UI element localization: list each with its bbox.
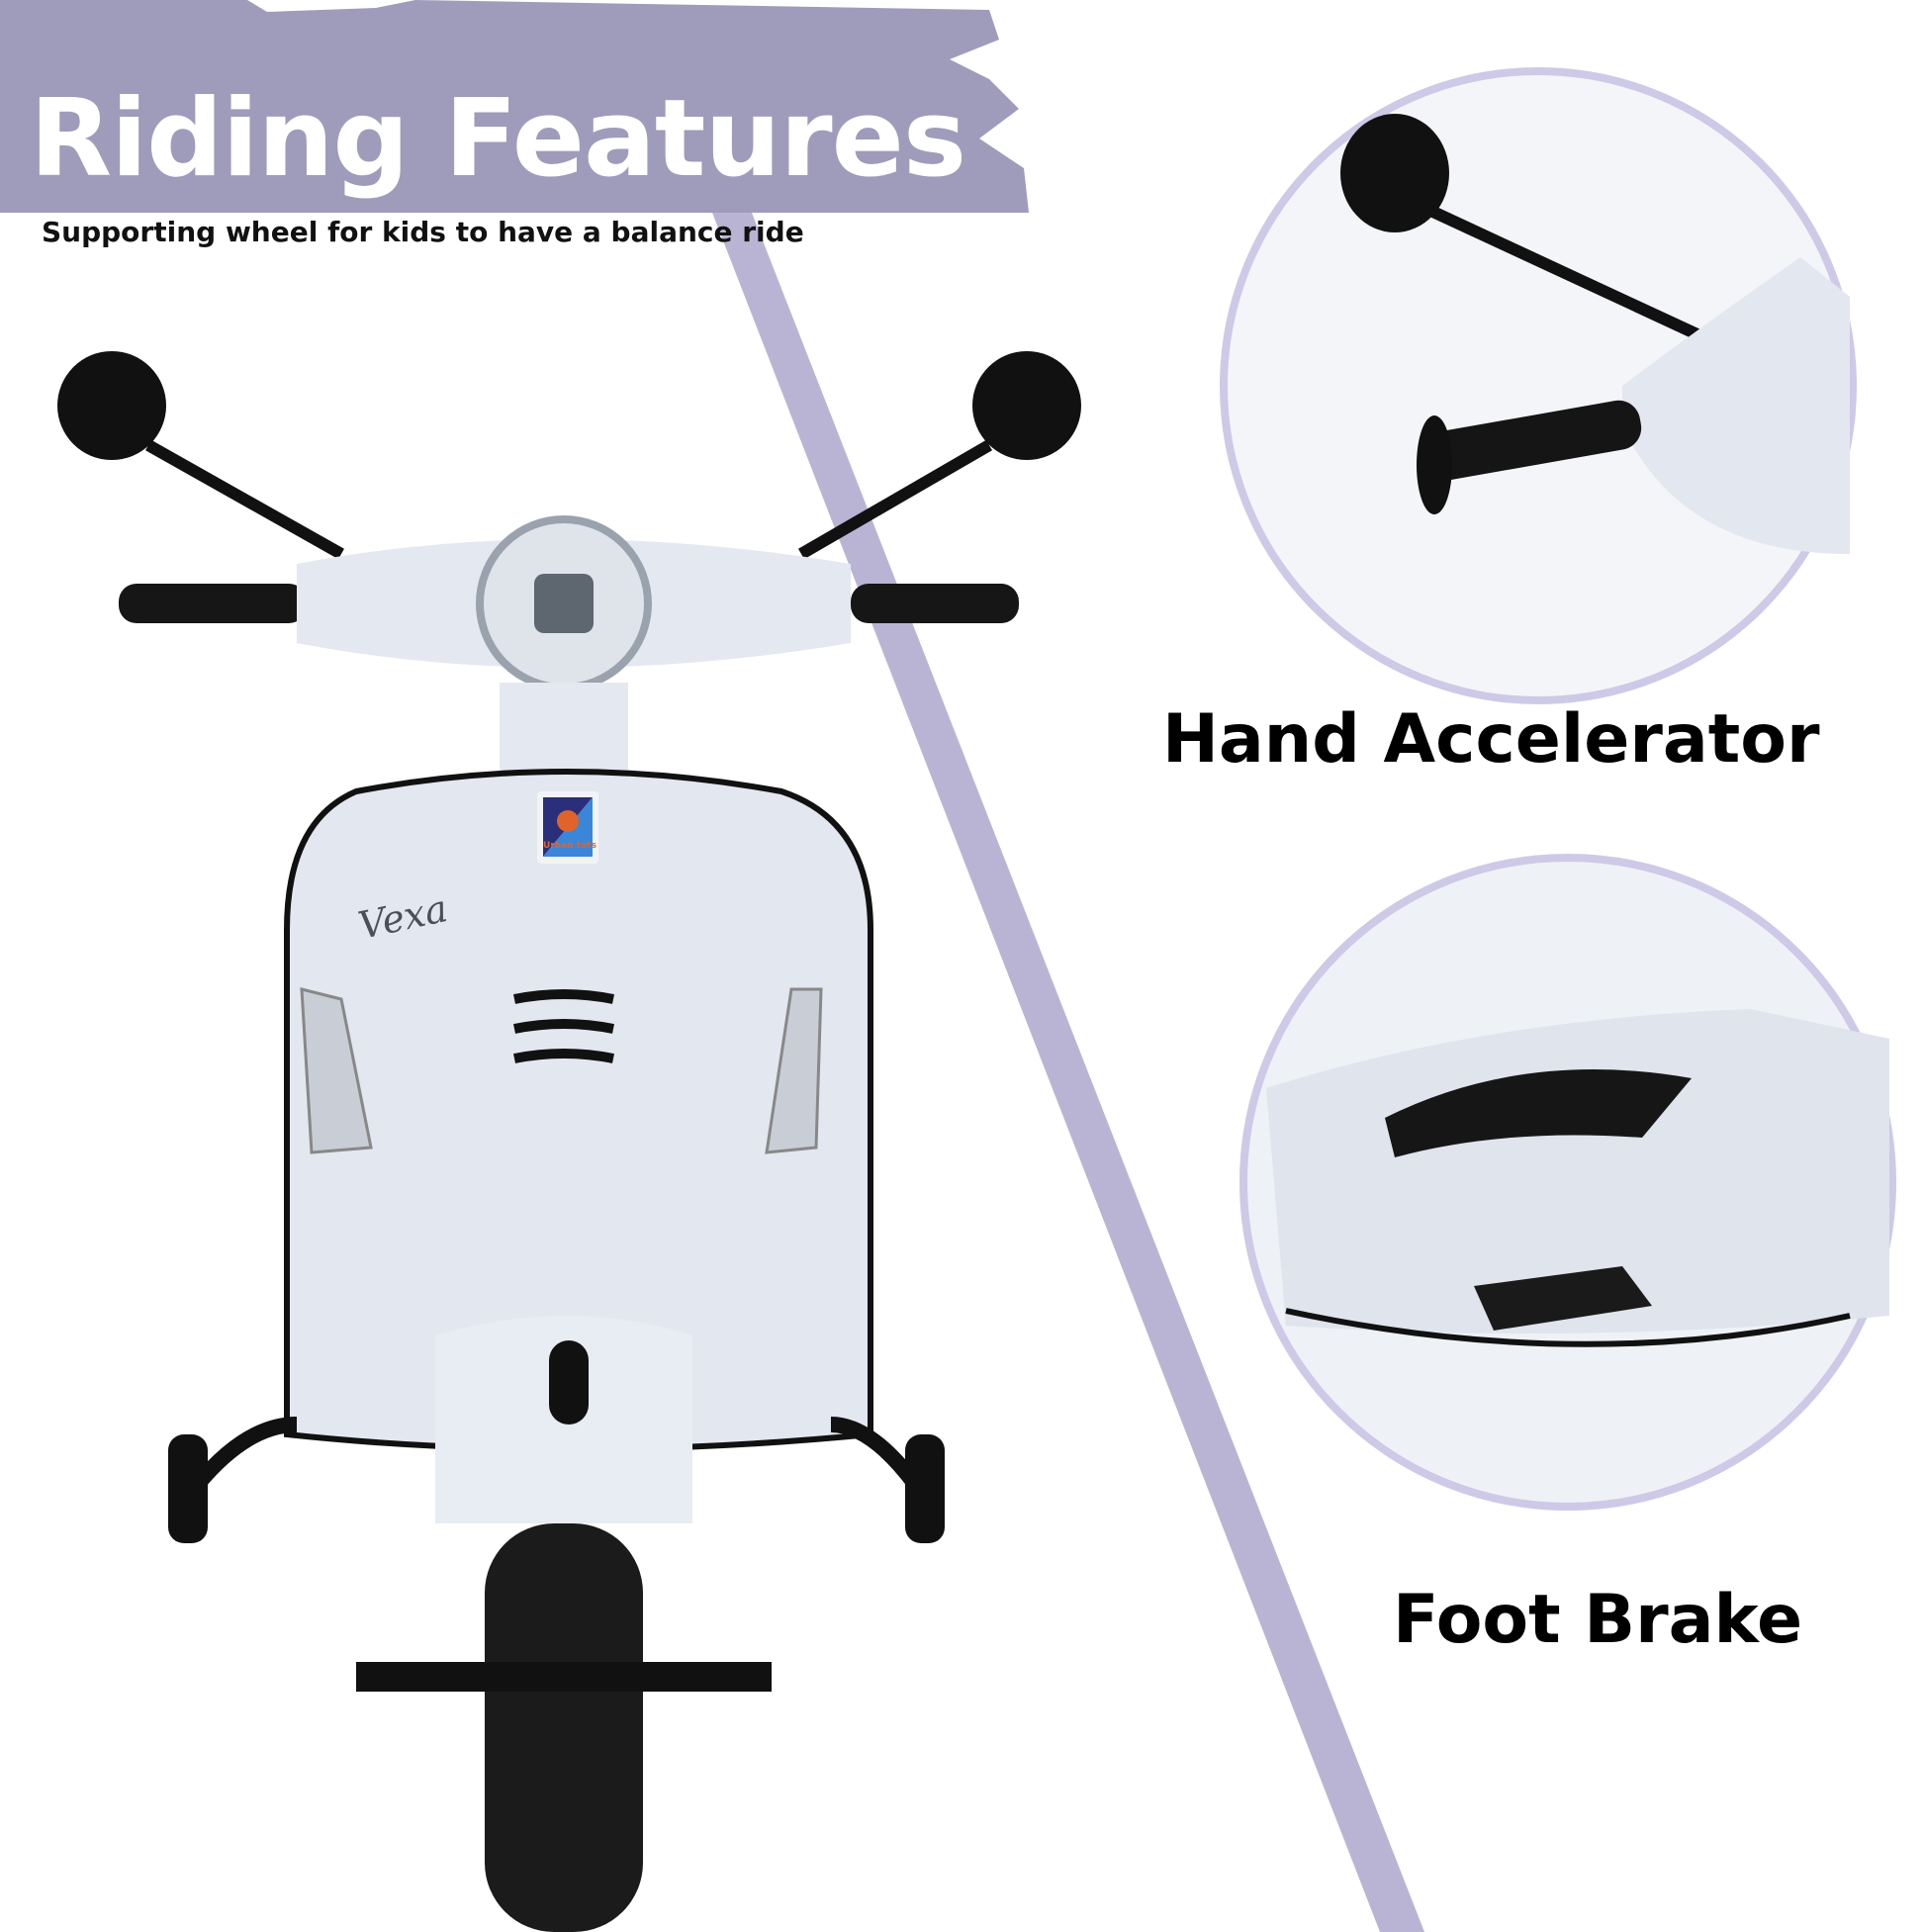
accelerator-closeup [1340,114,1850,554]
feature-label-hand-accelerator: Hand Accelerator [1162,700,1820,779]
banner-brush [0,0,1029,213]
brake-closeup [1266,1009,1889,1347]
page-title: Riding Features [30,77,966,201]
diagonal-stripe [712,213,1424,1932]
feature-label-foot-brake: Foot Brake [1393,1581,1803,1659]
scooter-image [57,351,1081,1932]
badge-logo-text: Urban tots [543,841,596,851]
page-subtitle: Supporting wheel for kids to have a bala… [42,216,804,248]
scooter-body [284,769,873,1452]
